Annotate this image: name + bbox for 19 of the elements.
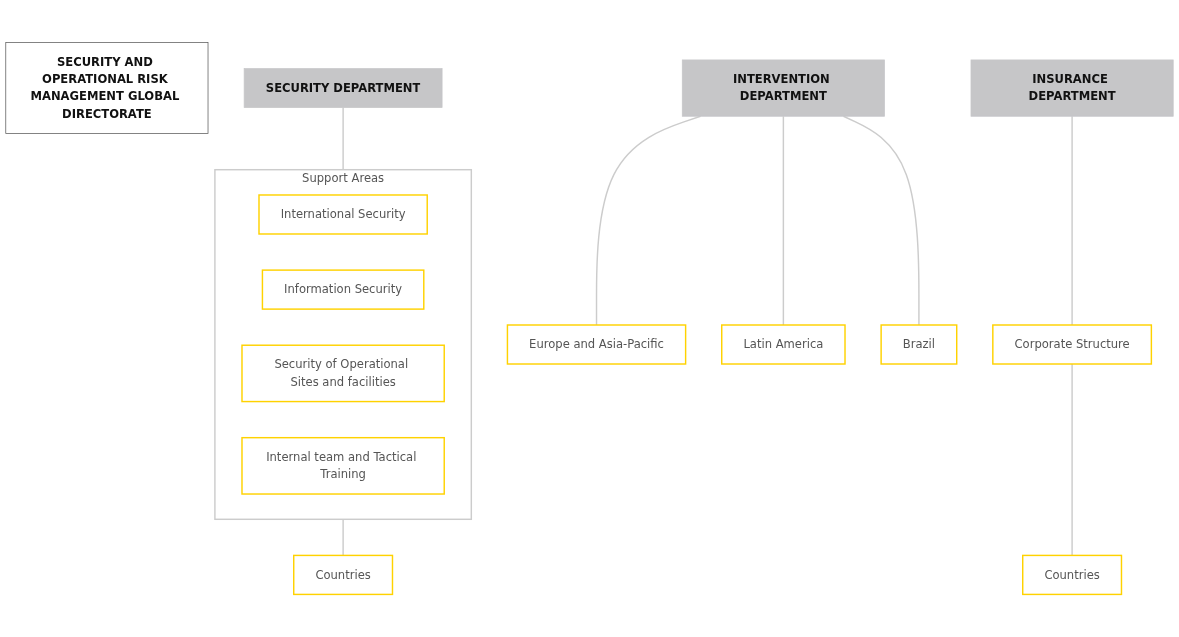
node-box: Europe and Asia-Pacific: [506, 324, 687, 365]
connector: [342, 518, 344, 557]
connector: [342, 106, 344, 171]
node-box: Internal team and Tactical Training: [241, 436, 445, 495]
node-box: INSURANCE DEPARTMENT: [970, 59, 1174, 117]
connector: [782, 115, 785, 326]
node-box: SECURITY DEPARTMENT: [243, 68, 443, 108]
node-box: SECURITY AND OPERATIONAL RISK MANAGEMENT GLOBAL DIRECTORATE: [5, 42, 209, 134]
connector: [1071, 363, 1073, 557]
node-box: Security of Operational Sites and facilities: [241, 344, 445, 403]
node-box: Corporate Structure: [992, 324, 1153, 365]
node-box: Information Security: [261, 269, 425, 310]
node-box: INTERVENTION DEPARTMENT: [681, 59, 885, 117]
connector: [1071, 115, 1073, 326]
node-box: Brazil: [880, 324, 958, 365]
node-box: Countries: [1022, 554, 1123, 596]
node-box: Latin America: [721, 324, 846, 365]
node-box: International Security: [258, 194, 428, 235]
node-box: Countries: [293, 554, 394, 596]
